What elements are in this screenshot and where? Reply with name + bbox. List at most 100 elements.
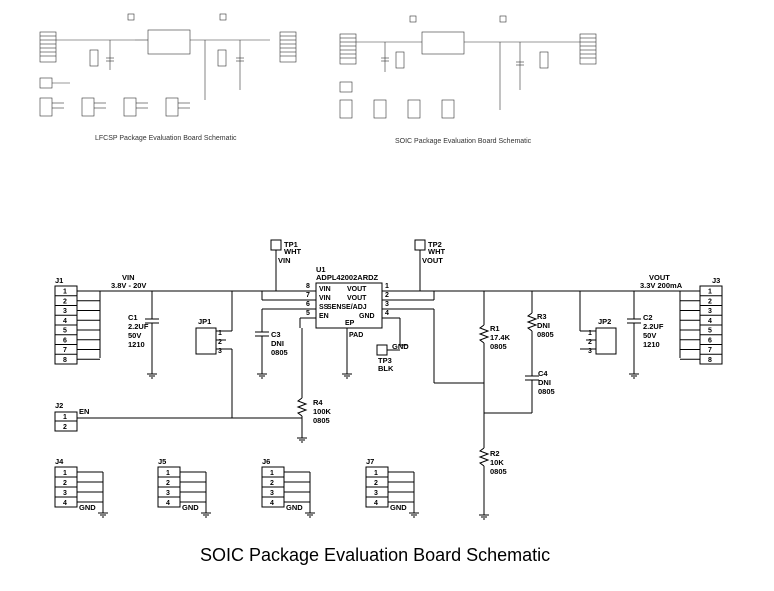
svg-text:1: 1 (218, 330, 222, 337)
svg-text:VIN: VIN (319, 295, 331, 302)
svg-text:0805: 0805 (490, 342, 507, 351)
j1-pin-label: 3 (63, 308, 67, 315)
svg-text:1: 1 (63, 470, 67, 477)
j1-pin-label: 8 (63, 357, 67, 364)
svg-text:J6: J6 (262, 457, 270, 466)
j1-pin-label: 5 (63, 328, 67, 335)
svg-text:R3: R3 (537, 312, 547, 321)
c1-voltage: 50V (128, 331, 141, 340)
vin-label: VIN (122, 273, 135, 282)
j1-ref: J1 (55, 276, 63, 285)
svg-text:GND: GND (286, 503, 303, 512)
j3-pin-label: 3 (708, 308, 712, 315)
svg-text:0805: 0805 (271, 348, 288, 357)
svg-text:4: 4 (63, 500, 67, 507)
jp1-ref: JP1 (198, 317, 211, 326)
vin-range: 3.8V - 20V (111, 281, 146, 290)
j3-pin-label: 6 (708, 337, 712, 344)
capacitor-c3: C3 DNI 0805 (255, 309, 288, 379)
svg-text:DNI: DNI (537, 321, 550, 330)
thumbnail-lfcsp-caption: LFCSP Package Evaluation Board Schematic (95, 135, 237, 142)
svg-text:4: 4 (270, 500, 274, 507)
capacitor-c2: C2 2.2UF 50V 1210 (627, 291, 664, 379)
resistor-r1: R1 17.4K 0805 (478, 291, 511, 448)
svg-text:EN: EN (319, 313, 329, 320)
j2-ref: J2 (55, 401, 63, 410)
svg-text:GND: GND (359, 313, 375, 320)
svg-text:DNI: DNI (271, 339, 284, 348)
svg-text:3: 3 (166, 490, 170, 497)
svg-text:3: 3 (385, 301, 389, 308)
svg-text:SS: SS (319, 304, 329, 311)
svg-text:VOUT: VOUT (422, 256, 443, 265)
svg-text:0805: 0805 (313, 416, 330, 425)
svg-text:6: 6 (306, 301, 310, 308)
j1-pin-label: 1 (63, 289, 67, 296)
svg-text:J5: J5 (158, 457, 166, 466)
c1-value: 2.2UF (128, 322, 149, 331)
svg-text:0805: 0805 (537, 330, 554, 339)
jumper-jp1: JP1 1 2 3 (195, 291, 233, 418)
j3-pin-label: 4 (708, 318, 712, 325)
u1-part: ADPL42002ARDZ (316, 273, 379, 282)
svg-text:3: 3 (588, 348, 592, 355)
svg-text:4: 4 (374, 500, 378, 507)
svg-text:2: 2 (270, 480, 274, 487)
svg-text:BLK: BLK (378, 364, 394, 373)
svg-text:VIN: VIN (319, 286, 331, 293)
svg-text:R4: R4 (313, 398, 323, 407)
svg-text:R1: R1 (490, 324, 500, 333)
thumbnail-lfcsp: LFCSP Package Evaluation Board Schematic (39, 13, 297, 142)
j3-ref: J3 (712, 276, 720, 285)
jp2-ref: JP2 (598, 317, 611, 326)
en-label: EN (79, 407, 89, 416)
thumbnail-soic-caption: SOIC Package Evaluation Board Schematic (395, 138, 532, 145)
svg-text:5: 5 (306, 310, 310, 317)
svg-text:TP1: TP1 (284, 240, 298, 249)
resistor-r3: R3 DNI 0805 (526, 291, 554, 376)
vout-label: VOUT (649, 273, 670, 282)
capacitor-c1: C1 2.2UF 50V 1210 (128, 291, 159, 379)
j3-pin-label: 5 (708, 328, 712, 335)
svg-text:VIN: VIN (278, 256, 291, 265)
svg-text:C4: C4 (538, 369, 548, 378)
ic-u1: U1 ADPL42002ARDZ VIN VIN SS EN 8 7 6 5 V… (262, 265, 434, 379)
svg-text:GND: GND (392, 342, 409, 351)
svg-text:2: 2 (374, 480, 378, 487)
svg-text:VOUT: VOUT (347, 286, 367, 293)
svg-text:3: 3 (218, 348, 222, 355)
svg-text:1210: 1210 (643, 340, 660, 349)
svg-text:WHT: WHT (284, 247, 301, 256)
svg-text:2: 2 (588, 339, 592, 346)
svg-text:2: 2 (166, 480, 170, 487)
svg-text:J4: J4 (55, 457, 64, 466)
j1-pin-label: 7 (63, 347, 67, 354)
svg-text:DNI: DNI (538, 378, 551, 387)
capacitor-c4: C4 DNI 0805 (484, 369, 555, 414)
j3-pin-label: 1 (708, 289, 712, 296)
svg-text:J7: J7 (366, 457, 374, 466)
svg-text:2.2UF: 2.2UF (643, 322, 664, 331)
svg-text:VOUT: VOUT (347, 295, 367, 302)
svg-text:SENSE/ADJ: SENSE/ADJ (327, 304, 367, 311)
svg-text:17.4K: 17.4K (490, 333, 511, 342)
test-point-tp3: GND TP3 BLK (376, 318, 409, 373)
c1-package: 1210 (128, 340, 145, 349)
vout-spec: 3.3V 200mA (640, 281, 683, 290)
j1-pin-label: 4 (63, 318, 67, 325)
svg-text:EP: EP (345, 320, 355, 327)
svg-text:3: 3 (270, 490, 274, 497)
svg-text:GND: GND (390, 503, 407, 512)
svg-text:C2: C2 (643, 313, 653, 322)
svg-text:50V: 50V (643, 331, 656, 340)
main-schematic: J1 1 2 3 4 5 6 7 8 VIN 3.8V - 20V C1 2.2UF 50V … (54, 239, 723, 520)
header-j2: J2 1 2 EN (54, 401, 89, 432)
svg-text:1: 1 (385, 283, 389, 290)
svg-text:7: 7 (306, 292, 310, 299)
